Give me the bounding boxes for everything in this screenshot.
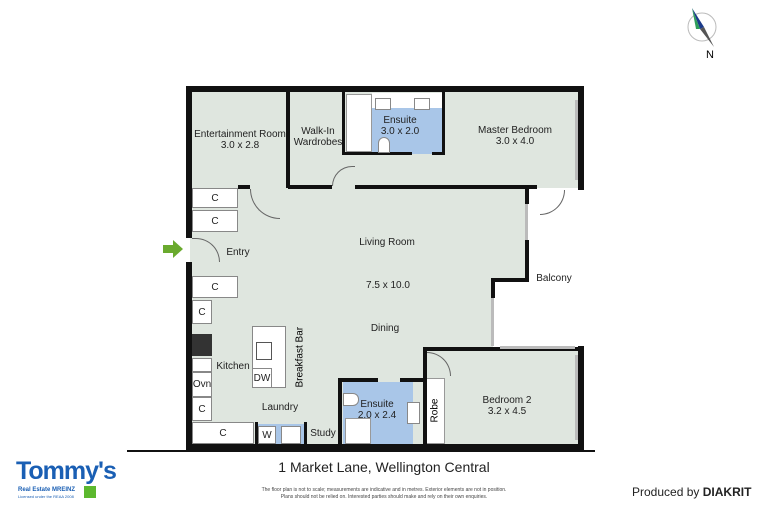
room-study: Study (310, 428, 336, 439)
divider (195, 450, 595, 452)
wall (304, 422, 307, 446)
toilet-icon (378, 137, 390, 153)
wall (186, 86, 584, 92)
wall (238, 185, 250, 189)
wall (255, 422, 258, 446)
entry-arrow-icon (163, 240, 183, 258)
wall (342, 152, 412, 155)
logo-license: Licensed under the REAA 2008 (18, 494, 74, 499)
cupboard: C (192, 210, 238, 232)
room-entry: Entry (226, 247, 250, 258)
compass: N (680, 5, 730, 65)
wall (186, 86, 192, 238)
wall (491, 278, 495, 298)
room-name: Ensuite (383, 115, 417, 126)
room-name: Bedroom 2 (482, 395, 532, 406)
compass-north-label: N (706, 49, 714, 61)
oven: Ovn (192, 372, 212, 397)
room-dining: Dining (370, 323, 400, 334)
wall (400, 378, 426, 382)
window (575, 355, 578, 440)
tommys-logo: Tommy's Real Estate MREINZ Licensed unde… (16, 457, 146, 502)
wall (525, 188, 529, 204)
bathtub-icon (346, 94, 372, 152)
room-name: Master Bedroom (478, 125, 552, 136)
produced-by: Produced by DIAKRIT (632, 485, 751, 499)
wall (423, 347, 427, 447)
disclaimer-line: The floor plan is not to scale; measurem… (261, 487, 507, 493)
balcony-area (527, 188, 580, 348)
dishwasher: DW (252, 368, 272, 388)
produced-by-label: Produced by (632, 485, 700, 499)
sink-icon (256, 342, 272, 360)
window (500, 346, 575, 349)
wall (432, 152, 445, 155)
logo-tagline: Real Estate MREINZ (18, 487, 76, 493)
wall (355, 185, 537, 189)
basin-icon (414, 98, 430, 110)
laundry-tub-icon (281, 426, 301, 444)
wall (288, 185, 332, 189)
logo-mark-icon (84, 486, 96, 498)
room-laundry: Laundry (261, 402, 299, 413)
wall (338, 378, 342, 446)
wall (578, 346, 584, 450)
room-size: 2.0 x 2.4 (357, 410, 397, 421)
wall (186, 444, 584, 450)
compass-icon (687, 8, 717, 47)
wall (578, 86, 584, 190)
room-size: 3.0 x 2.0 (380, 126, 420, 137)
room-size: 3.0 x 2.8 (220, 140, 260, 151)
room-kitchen: Kitchen (216, 361, 250, 372)
cooktop-icon (192, 334, 212, 356)
wall (286, 90, 290, 188)
diakrit-logo: DIAKRIT (702, 485, 752, 499)
logo-name: Tommy's (16, 457, 117, 485)
balcony-area (493, 280, 533, 348)
window (525, 204, 528, 240)
washer: W (258, 426, 276, 444)
wall (338, 378, 378, 382)
basin-icon (407, 402, 420, 424)
living-size: 7.5 x 10.0 (366, 280, 410, 291)
room-size: 3.0 x 4.0 (495, 136, 535, 147)
kitchen-bench (192, 358, 212, 372)
disclaimer: The floor plan is not to scale; measurem… (0, 487, 768, 501)
room-name: Ensuite (360, 399, 394, 410)
wall (186, 262, 192, 450)
cupboard: C (192, 276, 238, 298)
room-living: Living Room (359, 237, 415, 248)
breakfast-bar-label: Breakfast Bar (294, 326, 306, 388)
cupboard: C (192, 188, 238, 208)
wall (423, 347, 583, 351)
room-walk-in-wardrobes: Walk-In Wardrobes (293, 126, 343, 148)
room-size: 3.2 x 4.5 (487, 406, 527, 417)
cupboard: C (192, 397, 212, 421)
wall (442, 90, 445, 155)
basin-icon (375, 98, 391, 110)
window (491, 298, 494, 346)
room-balcony: Balcony (536, 273, 572, 284)
wall (525, 240, 529, 280)
address: 1 Market Lane, Wellington Central (278, 459, 490, 475)
room-name: Entertainment Room (194, 129, 286, 140)
wall (342, 90, 345, 155)
wall (491, 278, 529, 282)
disclaimer-line: Plans should not be relied on. Intereste… (280, 494, 488, 500)
cupboard: C (192, 300, 212, 324)
room-robe: Robe (429, 398, 441, 423)
window (575, 100, 578, 180)
toilet-icon (343, 393, 359, 406)
shower-icon (345, 418, 371, 444)
cupboard: C (192, 422, 254, 444)
